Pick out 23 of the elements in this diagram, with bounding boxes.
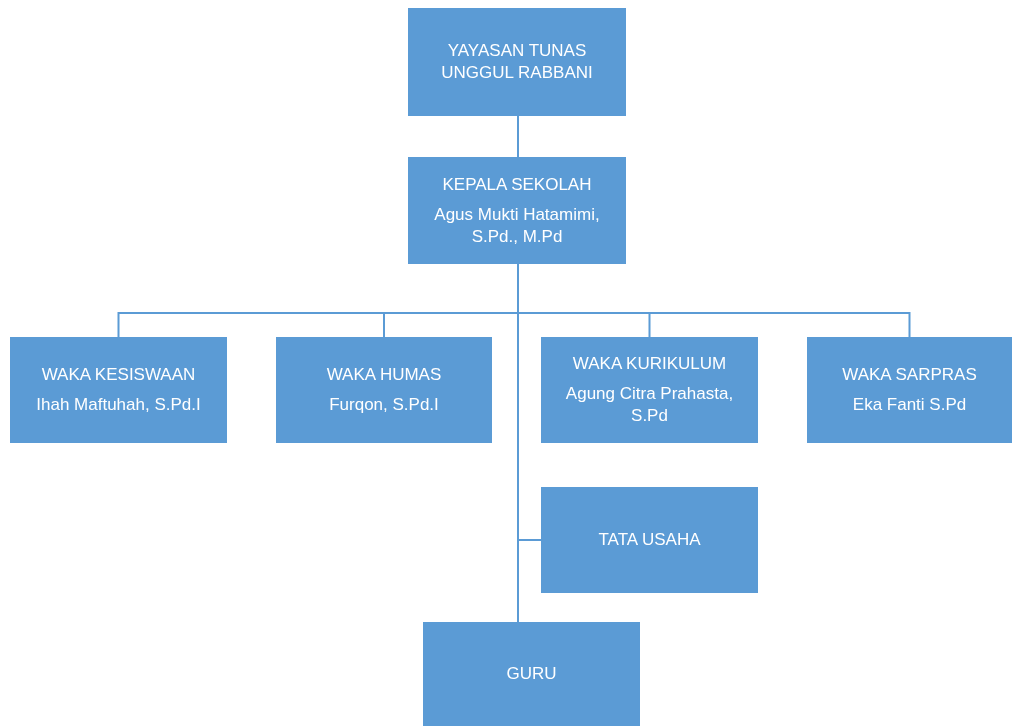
person-name: Agung Citra Prahasta, S.Pd: [564, 383, 735, 427]
position-title: WAKA HUMAS: [326, 364, 442, 386]
position-title: YAYASAN TUNAS UNGGUL RABBANI: [440, 40, 594, 84]
org-box: [276, 337, 492, 443]
org-box: [10, 337, 227, 443]
position-title: WAKA KESISWAAN: [41, 364, 196, 386]
org-box: [807, 337, 1012, 443]
position-title: GURU: [506, 663, 557, 685]
org-box: [408, 157, 626, 264]
person-name: Agus Mukti Hatamimi, S.Pd., M.Pd: [433, 203, 601, 248]
org-box: [423, 622, 640, 726]
org-box: [541, 487, 758, 593]
connector-line: [517, 263, 519, 623]
org-box: [541, 337, 758, 443]
person-name: Eka Fanti S.Pd: [852, 394, 967, 416]
position-title: WAKA KURIKULUM: [572, 353, 727, 375]
connector-line: [517, 115, 519, 158]
position-title: KEPALA SEKOLAH: [442, 173, 592, 196]
position-title: WAKA SARPRAS: [842, 364, 977, 386]
person-name: Furqon, S.Pd.I: [329, 394, 439, 416]
org-box: [408, 8, 626, 116]
person-name: Ihah Maftuhah, S.Pd.I: [36, 394, 201, 416]
position-title: TATA USAHA: [598, 529, 701, 551]
